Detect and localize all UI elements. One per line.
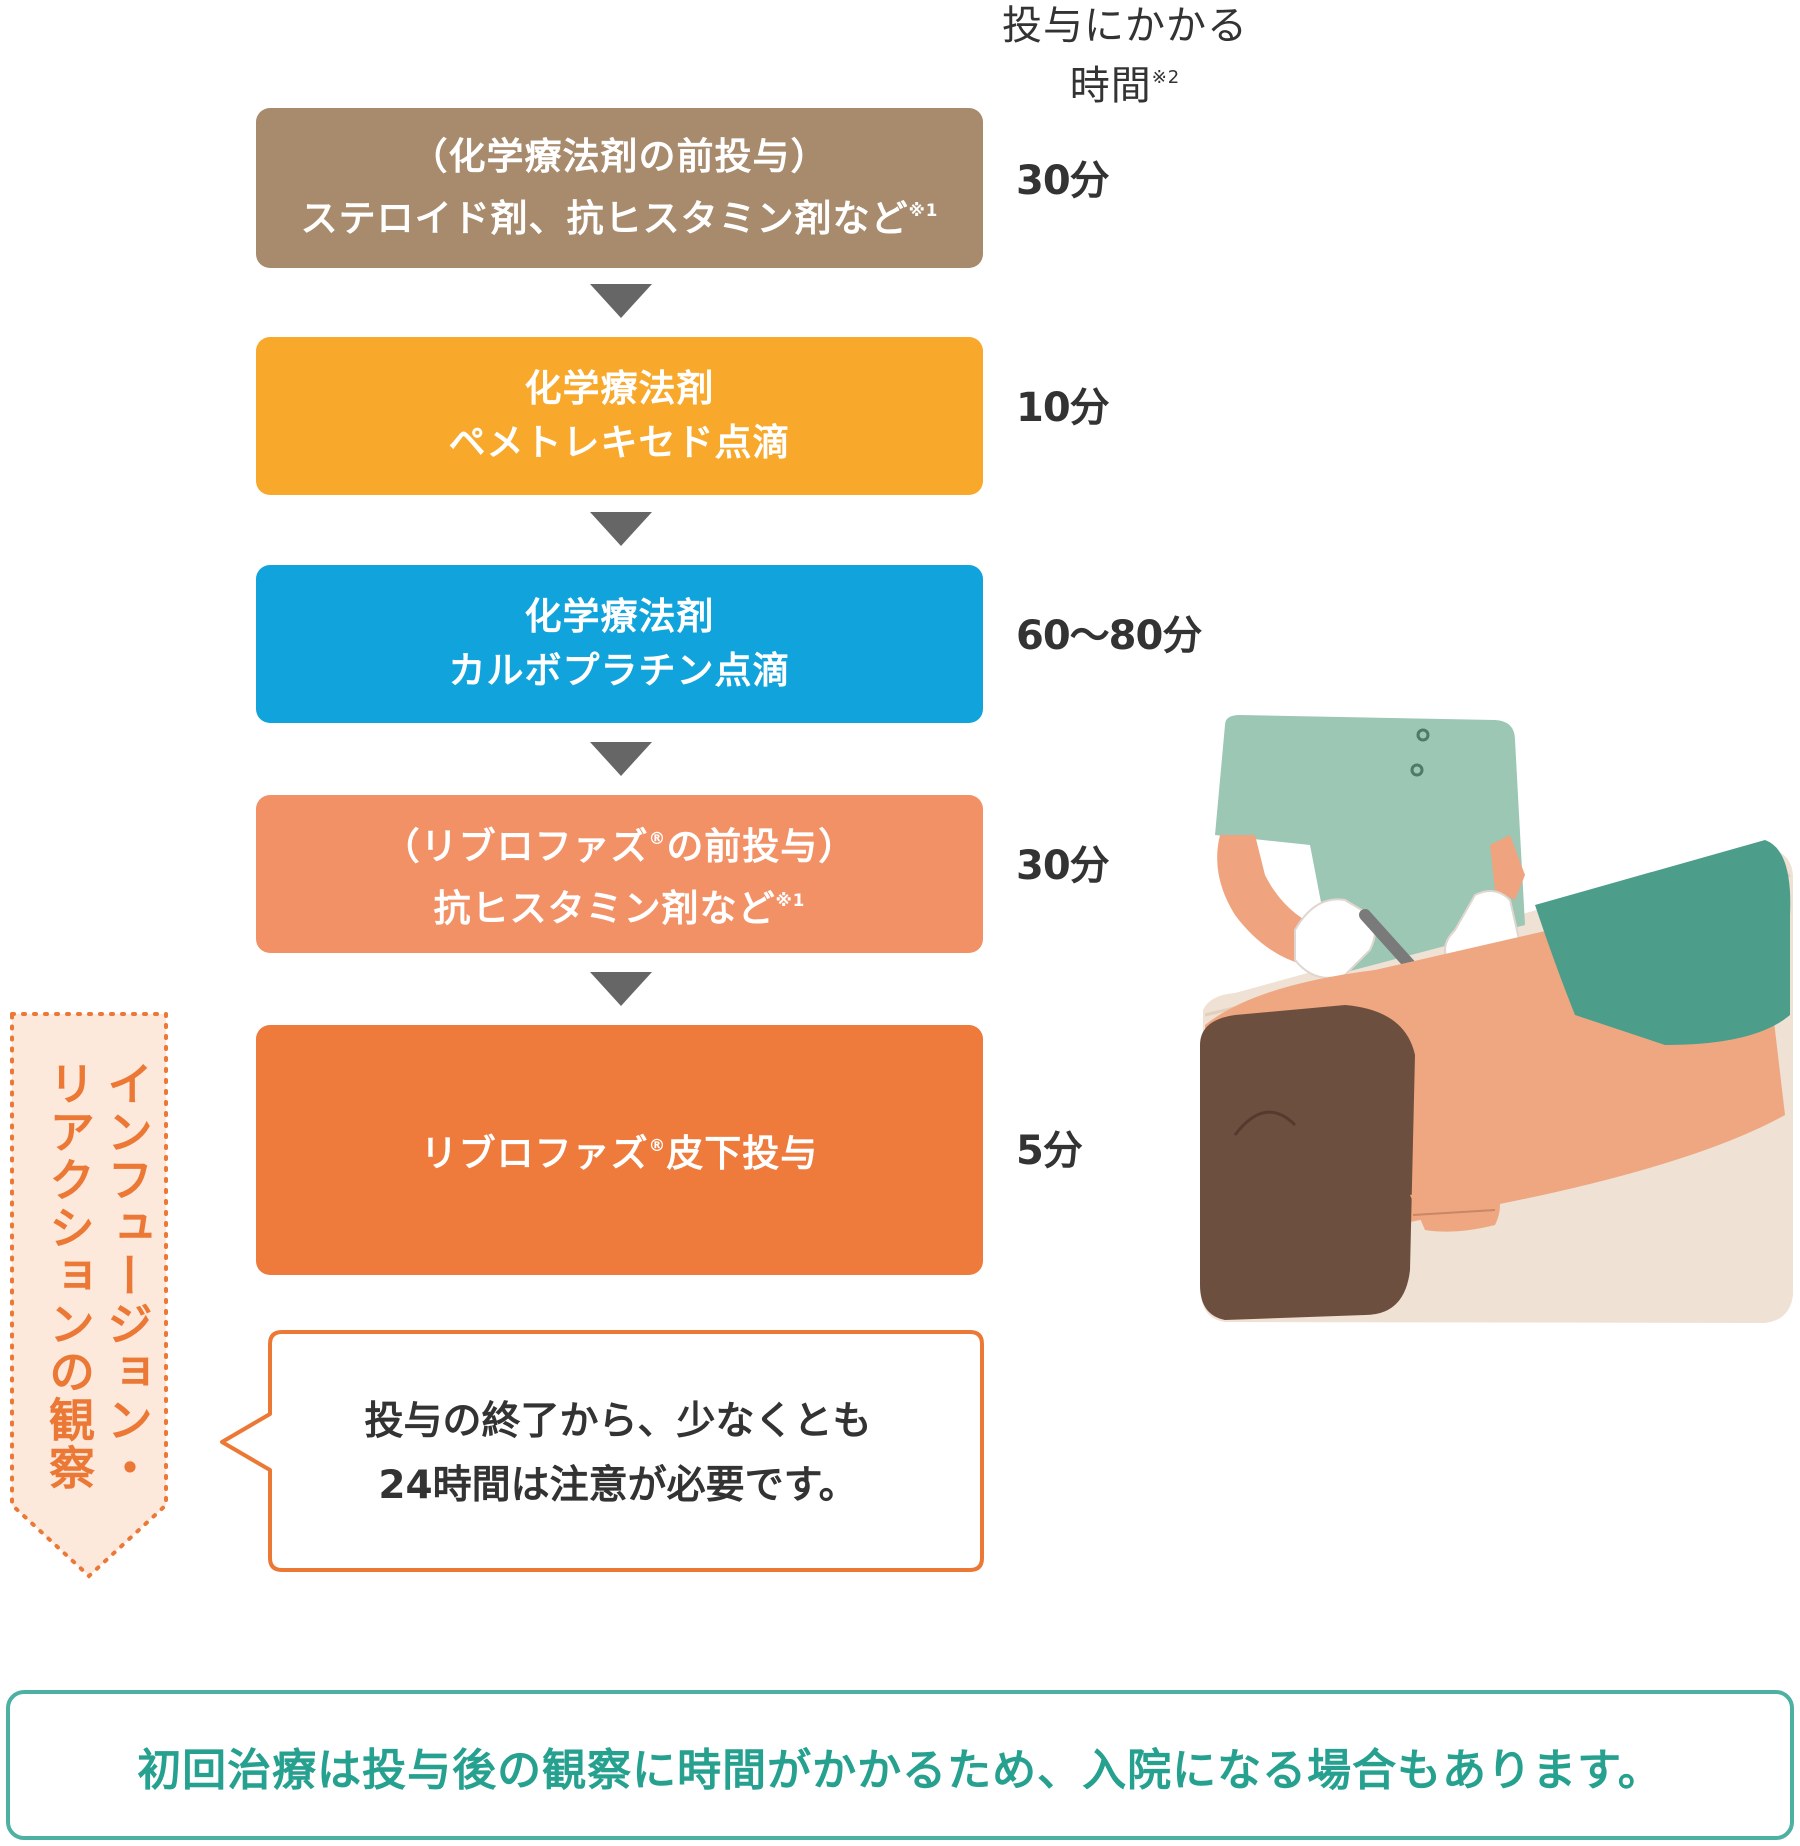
step-2-line2: ペメトレキセド点滴 bbox=[448, 421, 791, 464]
step-premedication-rybrevant: （リブロファズ®の前投与） 抗ヒスタミン剤など※1 bbox=[256, 795, 983, 953]
caution-text: 投与の終了から、少なくとも 24時間は注意が必要です。 bbox=[256, 1390, 980, 1518]
observation-label-col2: リアクションの観察 bbox=[42, 1060, 96, 1492]
step-3-time: 60〜80分 bbox=[1016, 613, 1202, 659]
step-1-line1: （化学療法剤の前投与） bbox=[410, 135, 829, 178]
step-4-time: 30分 bbox=[1016, 843, 1110, 889]
footer-note: 初回治療は投与後の観察に時間がかかるため、入院になる場合もあります。 bbox=[137, 1745, 1663, 1796]
caution-bubble bbox=[220, 1330, 984, 1572]
step-1-note: ※1 bbox=[908, 201, 939, 220]
step-carboplatin: 化学療法剤 カルボプラチン点滴 bbox=[256, 565, 983, 723]
registered-mark: ® bbox=[648, 1136, 667, 1155]
down-arrow-icon bbox=[590, 284, 652, 318]
step-2-time: 10分 bbox=[1016, 385, 1110, 431]
step-pemetrexed: 化学療法剤 ペメトレキセド点滴 bbox=[256, 337, 983, 495]
down-arrow-icon bbox=[590, 972, 652, 1006]
step-1-time: 30分 bbox=[1016, 158, 1110, 204]
down-arrow-icon bbox=[590, 512, 652, 546]
caution-line1: 投与の終了から、少なくとも bbox=[364, 1399, 872, 1444]
step-4-line1a: （リブロファズ bbox=[382, 825, 649, 868]
caution-line2: 24時間は注意が必要です。 bbox=[378, 1463, 858, 1508]
step-5-line1a: リブロファズ bbox=[420, 1131, 649, 1175]
nurse-injection-illustration bbox=[1200, 715, 1793, 1323]
time-header-line1: 投与にかかる bbox=[1002, 3, 1248, 49]
step-2-line1: 化学療法剤 bbox=[524, 367, 715, 410]
time-header-note: ※2 bbox=[1151, 67, 1181, 88]
step-4-line1b: の前投与） bbox=[666, 825, 857, 868]
step-3-line2: カルボプラチン点滴 bbox=[448, 649, 791, 692]
time-column-header: 投与にかかる 時間※2 bbox=[975, 0, 1275, 112]
step-rybrevant-subcutaneous: リブロファズ®皮下投与 bbox=[256, 1025, 983, 1275]
step-4-note: ※1 bbox=[775, 891, 806, 910]
footer-note-box bbox=[6, 1690, 1794, 1840]
observation-marker bbox=[10, 1012, 168, 1579]
observation-label: インフュージョン・ リアクションの観察 bbox=[25, 1060, 155, 1520]
observation-label-col1: インフュージョン・ bbox=[100, 1060, 154, 1492]
step-5-time: 5分 bbox=[1016, 1128, 1083, 1174]
registered-mark: ® bbox=[648, 829, 667, 849]
time-header-line2: 時間 bbox=[1069, 63, 1152, 110]
step-5-line1b: 皮下投与 bbox=[666, 1131, 819, 1175]
step-1-line2: ステロイド剤、抗ヒスタミン剤など bbox=[300, 196, 909, 240]
down-arrow-icon bbox=[590, 742, 652, 776]
step-premedication-chemo: （化学療法剤の前投与） ステロイド剤、抗ヒスタミン剤など※1 bbox=[256, 108, 983, 268]
step-3-line1: 化学療法剤 bbox=[524, 595, 715, 638]
step-4-line2: 抗ヒスタミン剤など bbox=[433, 886, 776, 930]
